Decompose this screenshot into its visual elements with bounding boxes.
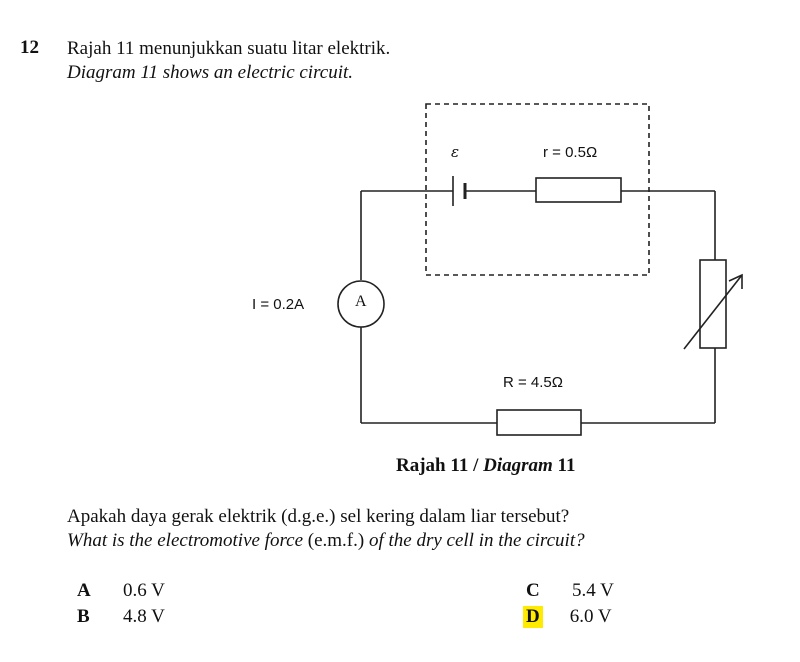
option-d-highlight: D	[523, 606, 543, 628]
dry-cell-symbol	[452, 176, 467, 206]
caption-malay: Rajah 11 /	[396, 455, 484, 476]
prompt-english: What is the electromotive force (e.m.f.)…	[67, 530, 585, 551]
question-stem: Rajah 11 menunjukkan suatu litar elektri…	[67, 37, 390, 85]
caption-english: Diagram	[483, 455, 553, 476]
question-number: 12	[20, 37, 39, 58]
rheostat-symbol	[683, 259, 743, 350]
ammeter-symbol	[337, 280, 385, 328]
ammeter-label: A	[355, 293, 367, 310]
external-resistance-label: R = 4.5Ω	[503, 374, 563, 391]
prompt-malay: Apakah daya gerak elektrik (d.g.e.) sel …	[67, 506, 570, 527]
current-label: I = 0.2A	[252, 296, 305, 313]
emf-label: ε	[451, 143, 460, 161]
internal-resistance-label: r = 0.5Ω	[543, 144, 598, 161]
cell-enclosure	[425, 103, 650, 276]
internal-resistor	[535, 177, 622, 203]
stem-english: Diagram 11 shows an electric circuit.	[67, 62, 354, 83]
stem-malay: Rajah 11 menunjukkan suatu litar elektri…	[67, 38, 391, 59]
caption-number: 11	[552, 455, 576, 476]
question-prompt: Apakah daya gerak elektrik (d.g.e.) sel …	[67, 505, 585, 553]
external-resistor	[496, 409, 582, 436]
